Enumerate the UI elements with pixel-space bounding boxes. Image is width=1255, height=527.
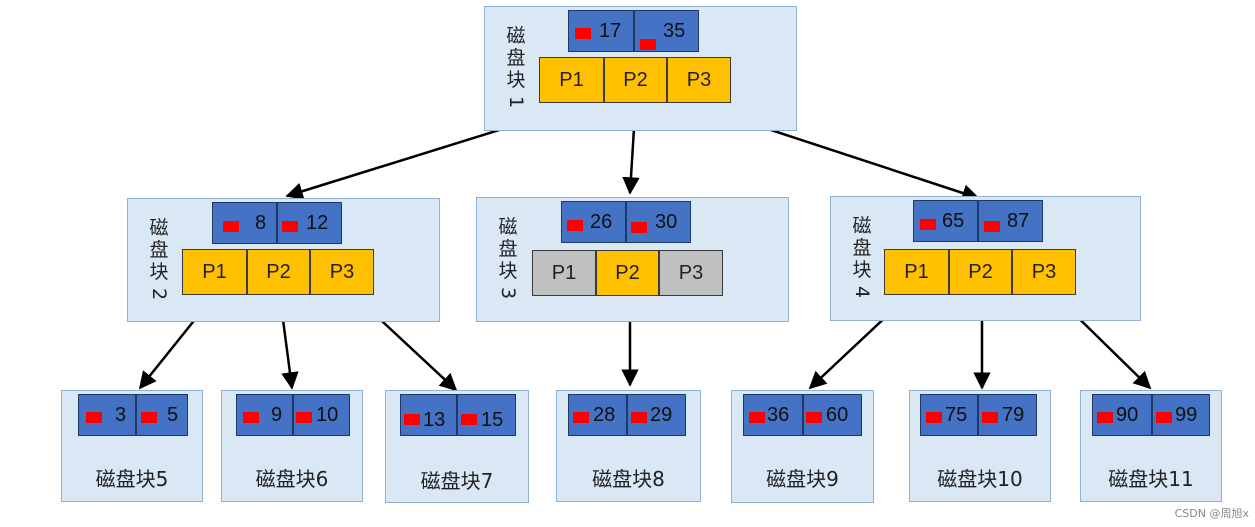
disk-block-6: 9 10 磁盘块6 [221,390,363,502]
key-cell: 17 [568,10,634,52]
key-cell: 30 [626,201,691,243]
pointer-p3: P3 [667,57,731,103]
key-cell: 29 [627,394,686,436]
pointer-p1: P1 [539,57,604,103]
key-cell: 79 [978,394,1037,436]
block-label: 磁盘块10 [937,467,1023,491]
key-cell: 65 [913,200,978,242]
disk-block-8: 28 29 磁盘块8 [556,390,701,502]
block-label: 磁盘块7 [420,469,494,493]
block-label: 磁盘块9 [766,467,839,491]
disk-block-11: 90 99 磁盘块11 [1080,390,1222,502]
pointer-p1: P1 [182,249,247,295]
block-label: 磁盘块8 [592,467,665,491]
pointer-p2: P2 [949,249,1012,295]
pointer-p1: P1 [884,249,949,295]
watermark: CSDN @周旭x [1174,507,1249,520]
key-cell: 99 [1152,394,1210,436]
key-cell: 3 [78,394,136,436]
disk-block-9: 36 60 磁盘块9 [731,390,874,503]
pointer-p1: P1 [532,250,596,296]
key-cell: 13 [400,394,457,436]
pointer-p3: P3 [1012,249,1076,295]
pointer-p2: P2 [596,250,659,296]
key-cell: 60 [803,394,862,436]
key-cell: 87 [978,200,1043,242]
pointer-p2: P2 [247,249,310,295]
key-cell: 28 [568,394,627,436]
block-label: 磁盘块5 [95,467,169,491]
block-label: 磁盘块6 [255,467,329,491]
key-cell: 10 [293,394,350,436]
block-label: 磁盘块11 [1108,467,1194,491]
pointer-p3: P3 [659,250,723,296]
pointer-p2: P2 [604,57,667,103]
pointer-p3: P3 [310,249,374,295]
key-cell: 75 [920,394,978,436]
disk-block-5: 3 5 磁盘块5 [61,390,203,502]
key-cell: 8 [212,202,277,244]
disk-block-10: 75 79 磁盘块10 [909,390,1051,502]
key-cell: 15 [457,394,516,436]
key-cell: 36 [743,394,803,436]
key-cell: 5 [136,394,188,436]
disk-block-7: 13 15 磁盘块7 [385,390,529,503]
key-cell: 12 [277,202,342,244]
key-cell: 90 [1092,394,1152,436]
key-cell: 9 [236,394,293,436]
key-cell: 35 [634,10,699,52]
key-cell: 26 [561,201,626,243]
